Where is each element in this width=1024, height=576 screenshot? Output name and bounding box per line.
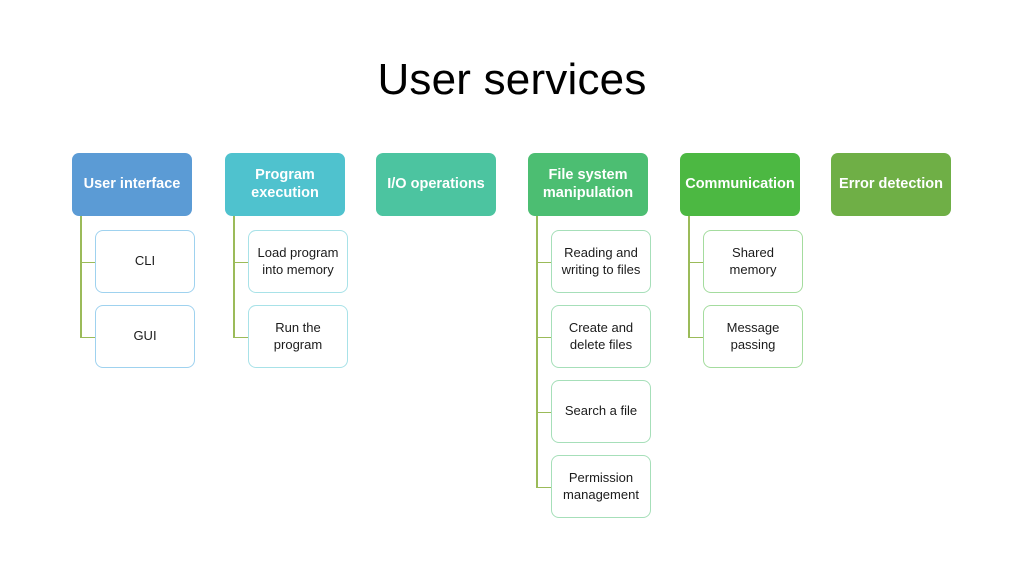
child-node-label: GUI: [133, 328, 157, 344]
page-title: User services: [377, 55, 647, 104]
header-node-label: Communication: [685, 175, 795, 192]
child-node-label: Create and delete files: [568, 320, 634, 352]
child-node-program-execution-1[interactable]: Run the program: [248, 305, 348, 368]
child-node-file-system-manipulation-0[interactable]: Reading and writing to files: [551, 230, 651, 293]
connector-stub-file-system-manipulation-3: [536, 486, 551, 489]
child-node-label: Reading and writing to files: [561, 245, 641, 277]
connector-trunk-user-interface: [80, 216, 82, 337]
header-node-error-detection[interactable]: Error detection: [831, 153, 951, 216]
child-node-file-system-manipulation-3[interactable]: Permission management: [551, 455, 651, 518]
child-node-file-system-manipulation-1[interactable]: Create and delete files: [551, 305, 651, 368]
connector-stub-program-execution-1: [233, 336, 248, 339]
connector-stub-user-interface-0: [80, 261, 95, 264]
child-node-user-interface-0[interactable]: CLI: [95, 230, 195, 293]
connector-stub-user-interface-1: [80, 336, 95, 339]
child-node-communication-0[interactable]: Shared memory: [703, 230, 803, 293]
header-node-program-execution[interactable]: Program execution: [225, 153, 345, 216]
child-node-communication-1[interactable]: Message passing: [703, 305, 803, 368]
connector-stub-file-system-manipulation-2: [536, 411, 551, 414]
header-node-communication[interactable]: Communication: [680, 153, 800, 216]
child-node-file-system-manipulation-2[interactable]: Search a file: [551, 380, 651, 443]
header-node-label: File system manipulation: [542, 166, 634, 201]
child-node-user-interface-1[interactable]: GUI: [95, 305, 195, 368]
header-node-label: Program execution: [251, 166, 319, 201]
header-node-label: I/O operations: [387, 175, 485, 192]
connector-trunk-file-system-manipulation: [536, 216, 538, 487]
header-node-label: User interface: [83, 175, 181, 192]
child-node-label: Run the program: [273, 320, 323, 352]
header-node-user-interface[interactable]: User interface: [72, 153, 192, 216]
connector-stub-program-execution-0: [233, 261, 248, 264]
header-node-io-operations[interactable]: I/O operations: [376, 153, 496, 216]
connector-stub-file-system-manipulation-0: [536, 261, 551, 264]
header-node-label: Error detection: [839, 175, 943, 192]
child-node-label: Search a file: [564, 403, 638, 419]
connector-trunk-program-execution: [233, 216, 235, 337]
header-node-file-system-manipulation[interactable]: File system manipulation: [528, 153, 648, 216]
child-node-program-execution-0[interactable]: Load program into memory: [248, 230, 348, 293]
connector-stub-communication-0: [688, 261, 703, 264]
connector-stub-communication-1: [688, 336, 703, 339]
connector-stub-file-system-manipulation-1: [536, 336, 551, 339]
connector-trunk-communication: [688, 216, 690, 337]
child-node-label: Message passing: [726, 320, 780, 352]
child-node-label: Load program into memory: [257, 245, 339, 277]
child-node-label: Shared memory: [729, 245, 777, 277]
child-node-label: Permission management: [563, 470, 639, 502]
child-node-label: CLI: [134, 253, 156, 269]
